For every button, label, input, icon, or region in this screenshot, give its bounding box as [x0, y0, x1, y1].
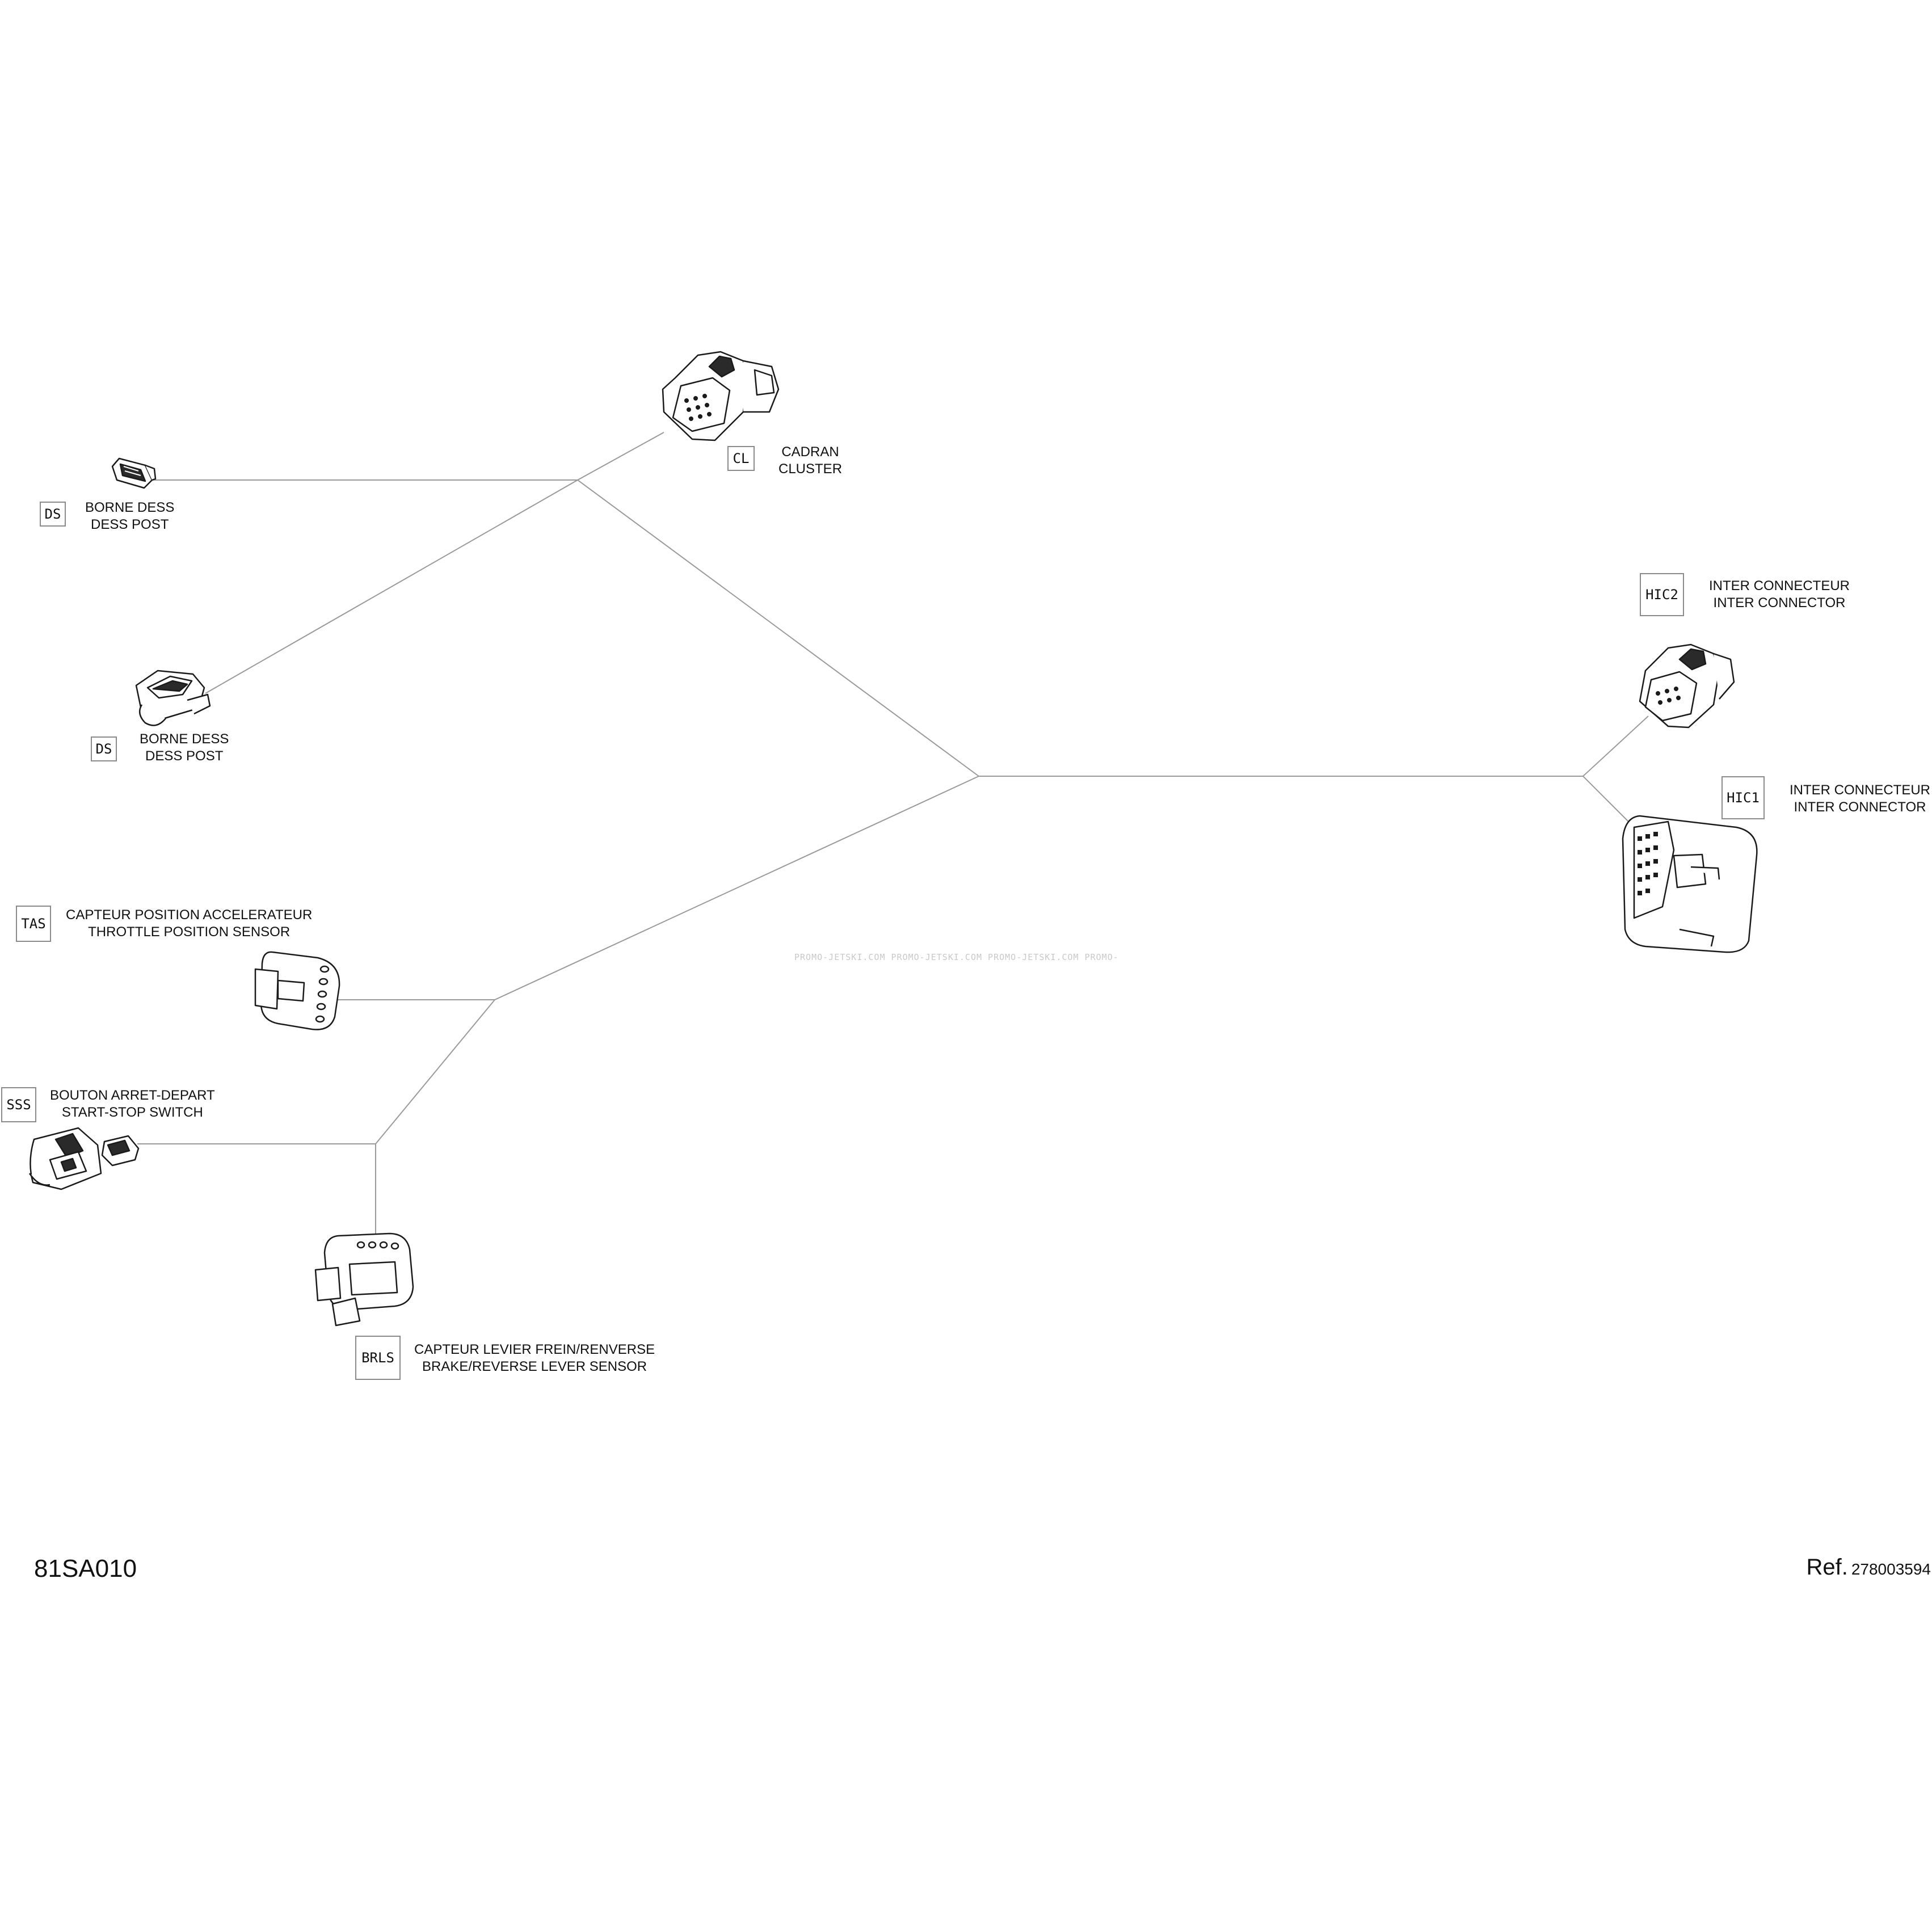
label-hic1-fr: INTER CONNECTEUR — [1790, 782, 1931, 798]
label-tas-en: THROTTLE POSITION SENSOR — [88, 924, 291, 940]
wire-ds2 — [205, 479, 979, 777]
label-brls: CAPTEUR LEVIER FREIN/RENVERSE BRAKE/REVE… — [414, 1341, 655, 1375]
code-box-ds-1: DS — [40, 502, 66, 527]
tas-connector-icon — [254, 951, 340, 1030]
ds-connector-icon — [111, 457, 157, 489]
label-cl-fr: CADRAN — [781, 444, 839, 460]
hic2-connector-icon — [1639, 643, 1735, 729]
label-hic1: INTER CONNECTEUR INTER CONNECTOR — [1790, 782, 1930, 816]
label-ds-1-en: DESS POST — [91, 517, 169, 532]
code-box-ds-2: DS — [91, 736, 117, 761]
label-brls-en: BRAKE/REVERSE LEVER SENSOR — [422, 1359, 647, 1374]
label-hic2-fr: INTER CONNECTEUR — [1709, 578, 1850, 594]
brls-connector-icon — [314, 1232, 414, 1327]
reference-label: Ref. — [1806, 1555, 1848, 1580]
cluster-connector-icon — [662, 351, 780, 441]
label-ds-2-en: DESS POST — [145, 748, 224, 764]
harness-wires — [137, 432, 1649, 1248]
label-hic2-en: INTER CONNECTOR — [1713, 595, 1846, 611]
label-hic2: INTER CONNECTEUR INTER CONNECTOR — [1709, 578, 1850, 612]
code-box-brls: BRLS — [355, 1336, 401, 1380]
watermark: PROMO-JETSKI.COM PROMO-JETSKI.COM PROMO-… — [794, 952, 1119, 962]
code-box-hic1: HIC1 — [1721, 776, 1765, 819]
label-ds-2-fr: BORNE DESS — [140, 731, 229, 747]
code-box-hic2: HIC2 — [1640, 573, 1684, 616]
ds-connector-icon — [135, 670, 211, 726]
diagram-id: 81SA010 — [34, 1555, 137, 1582]
label-brls-fr: CAPTEUR LEVIER FREIN/RENVERSE — [414, 1342, 655, 1357]
start-stop-plug-icon — [101, 1135, 140, 1167]
label-cl-en: CLUSTER — [778, 461, 843, 477]
wire-lower-branch — [375, 999, 495, 1144]
label-sss-en: START-STOP SWITCH — [61, 1105, 203, 1120]
label-ds-2: BORNE DESS DESS POST — [140, 731, 229, 765]
wire-hic2 — [1582, 715, 1649, 777]
wire-lower-trunk — [494, 776, 979, 1000]
label-ds-1: BORNE DESS DESS POST — [85, 499, 174, 533]
label-tas-fr: CAPTEUR POSITION ACCELERATEUR — [66, 907, 313, 923]
label-hic1-en: INTER CONNECTOR — [1794, 799, 1926, 815]
code-box-sss: SSS — [1, 1087, 36, 1122]
wire-cluster-branch — [577, 432, 664, 481]
code-box-cl: CL — [727, 446, 755, 471]
code-box-tas: TAS — [16, 906, 51, 942]
start-stop-switch-icon — [28, 1127, 102, 1190]
label-sss-fr: BOUTON ARRET-DEPART — [50, 1088, 215, 1103]
label-sss: BOUTON ARRET-DEPART START-STOP SWITCH — [50, 1087, 215, 1121]
wire-hic1 — [1582, 776, 1635, 828]
label-cl: CADRAN CLUSTER — [778, 444, 842, 478]
reference: Ref.278003594 — [1806, 1555, 1931, 1580]
reference-number: 278003594 — [1851, 1560, 1931, 1578]
label-tas: CAPTEUR POSITION ACCELERATEUR THROTTLE P… — [66, 907, 312, 941]
hic1-connector-icon — [1622, 815, 1758, 953]
label-ds-1-fr: BORNE DESS — [85, 500, 175, 515]
